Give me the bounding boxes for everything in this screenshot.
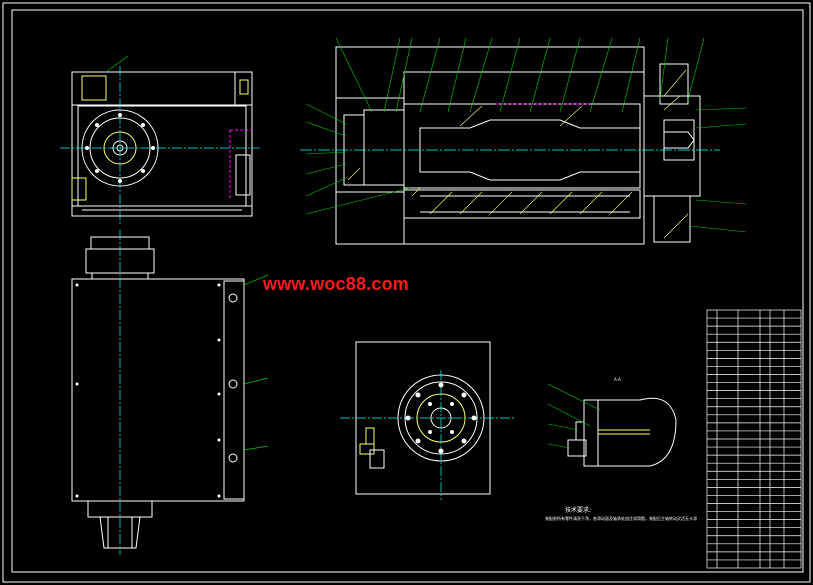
leader-line (105, 55, 129, 73)
tech-requirements-title: 技术要求: (565, 507, 592, 514)
end-view-bolt-holes (85, 113, 155, 183)
flange-face-view (340, 341, 516, 500)
side-view-leaders (243, 274, 269, 451)
bom-table (706, 309, 802, 569)
detail-section-leaders (547, 383, 601, 449)
tech-requirements-text: 装配前所有零件清洗干净，各滑动面及轴承处加注润滑脂，装配后主轴转动灵活无卡滞 (545, 516, 697, 521)
watermark-url: www.woc88.com (263, 274, 409, 294)
main-section-view (300, 46, 720, 245)
top-left-end-view (60, 66, 260, 225)
main-section-leaders (305, 37, 747, 233)
section-label: A-A (614, 377, 621, 382)
detail-section-view (567, 397, 677, 467)
flange-bolt-holes (405, 382, 477, 454)
bom-rows (707, 317, 801, 561)
side-view-screws (75, 283, 221, 498)
bottom-left-side-view (71, 230, 245, 555)
inner-border (11, 9, 804, 573)
main-section-hatching (347, 69, 689, 239)
